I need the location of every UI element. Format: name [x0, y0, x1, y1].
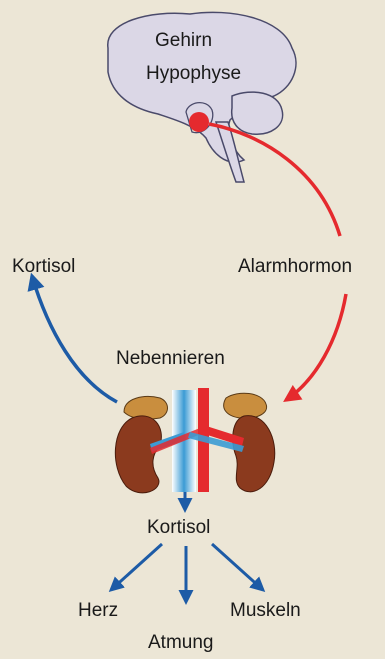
- label-adrenal-glands: Nebennieren: [116, 348, 225, 370]
- cortisol-feedback-arrow: [32, 276, 117, 402]
- kidney-right: [233, 416, 275, 492]
- adrenal-right: [224, 393, 267, 418]
- label-heart: Herz: [78, 600, 118, 622]
- label-brain: Gehirn: [155, 30, 212, 52]
- label-breathing: Atmung: [148, 632, 213, 654]
- arrow-to-heart: [111, 544, 162, 590]
- pituitary-dot: [189, 112, 209, 132]
- label-alarm-hormone: Alarmhormon: [238, 256, 352, 278]
- kidney-left: [115, 416, 161, 493]
- arrow-to-muscles: [212, 544, 263, 590]
- cerebellum: [232, 92, 283, 134]
- adrenal-kidney-illustration: [115, 388, 274, 493]
- alarm-arrow: [286, 294, 346, 400]
- label-muscles: Muskeln: [230, 600, 301, 622]
- label-cortisol-bottom: Kortisol: [147, 517, 210, 539]
- label-pituitary: Hypophyse: [146, 63, 241, 85]
- label-cortisol-top: Kortisol: [12, 256, 75, 278]
